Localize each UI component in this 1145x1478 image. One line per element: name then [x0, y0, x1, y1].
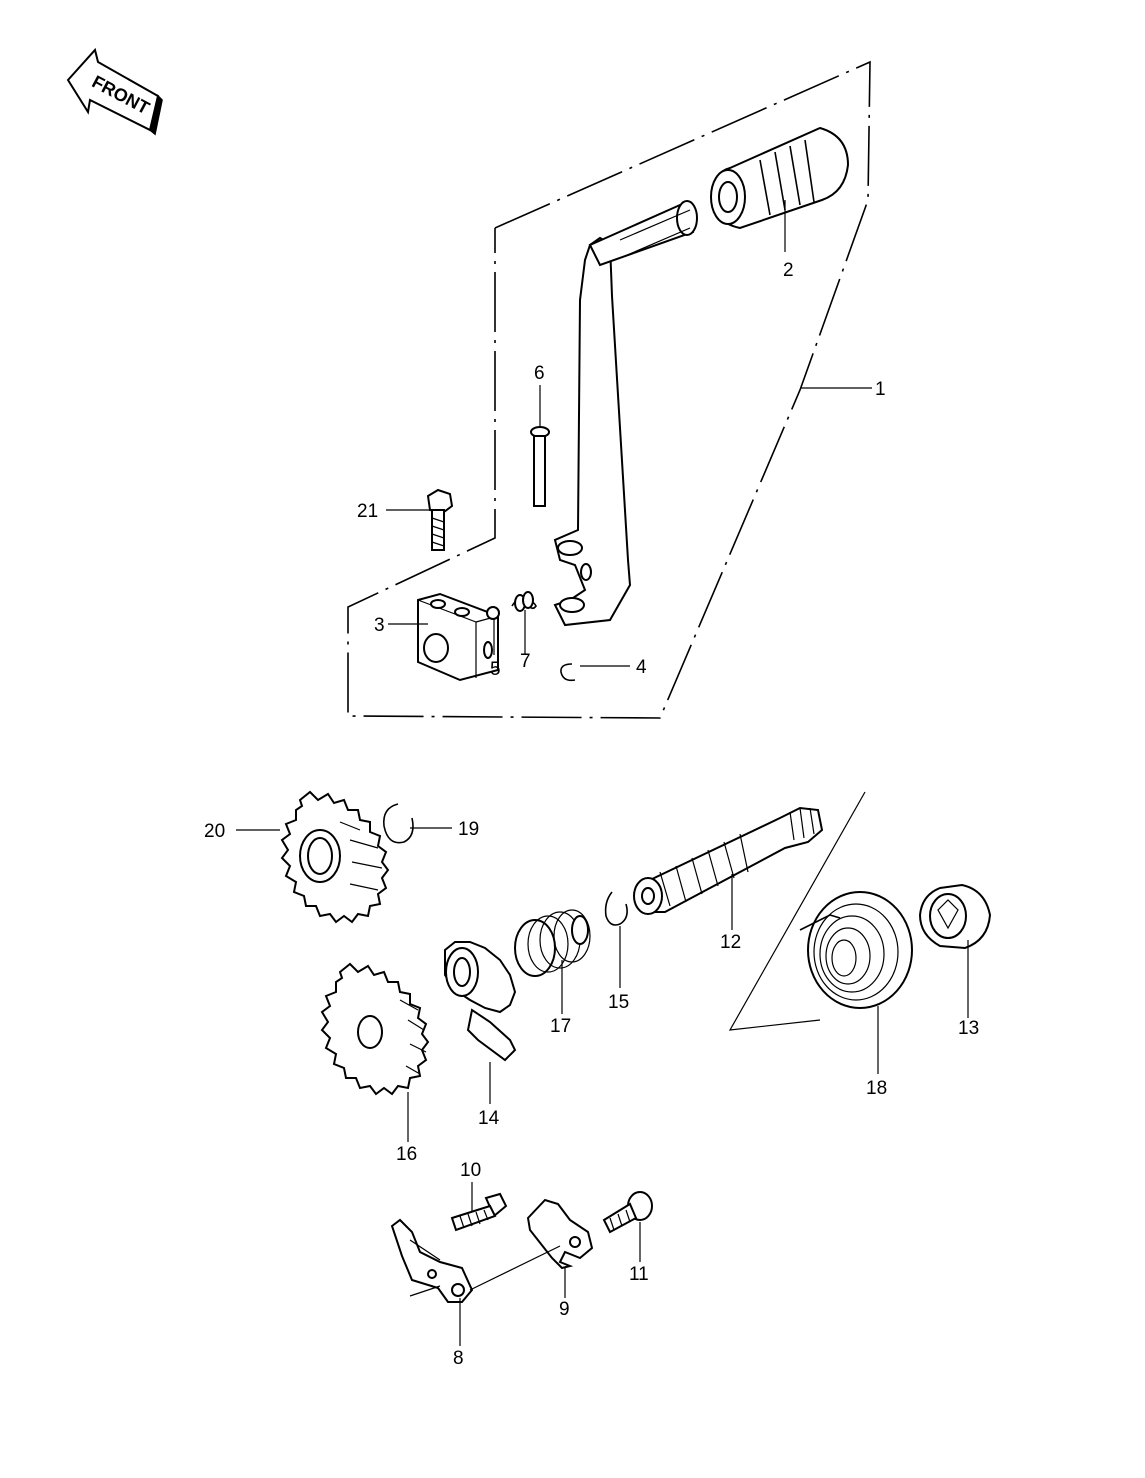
- callout-21: 21: [357, 501, 378, 522]
- pivot-pin: [530, 426, 550, 507]
- detent-spring: [511, 591, 537, 612]
- callout-19: 19: [458, 819, 479, 840]
- shaft-circlip: [604, 891, 628, 926]
- kick-return-spring: [799, 891, 913, 1009]
- assembly-outline: [347, 60, 871, 719]
- callout-1: 1: [875, 379, 886, 400]
- callout-14: 14: [478, 1108, 500, 1129]
- callout-17: 17: [550, 1016, 571, 1037]
- callout-4: 4: [636, 657, 647, 678]
- callout-3: 3: [374, 615, 385, 636]
- callout-2: 2: [783, 260, 794, 281]
- callout-15: 15: [608, 992, 629, 1013]
- pedal-boss-clamp: [417, 592, 499, 682]
- callout-5: 5: [490, 659, 501, 680]
- callout-12: 12: [720, 932, 741, 953]
- kick-pedal-arm: [553, 200, 698, 627]
- hex-bolt: [602, 1191, 653, 1234]
- callout-7: 7: [520, 651, 531, 672]
- retaining-circlip: [560, 663, 576, 682]
- flange-bolt: [426, 488, 454, 551]
- ratchet-guide: [390, 1218, 474, 1303]
- spring-guide-collar: [918, 883, 992, 950]
- callout-11: 11: [629, 1264, 649, 1285]
- countersunk-screw: [450, 1192, 508, 1232]
- idler-gear-upper: [280, 790, 390, 924]
- ratchet-gear: [444, 941, 517, 1062]
- kick-shaft: [633, 791, 866, 1031]
- pedal-rubber-grip: [710, 126, 850, 230]
- guide-plate: [409, 1198, 594, 1297]
- callout-10: 10: [460, 1160, 481, 1181]
- idler-gear-lower: [320, 962, 430, 1096]
- callout-13: 13: [958, 1018, 979, 1039]
- leader-lines: [236, 200, 969, 1346]
- callout-16: 16: [396, 1144, 417, 1165]
- front-arrow-badge: FRONT: [66, 47, 163, 136]
- callout-8: 8: [453, 1348, 464, 1369]
- callout-20: 20: [204, 821, 225, 842]
- ratchet-spring: [514, 909, 591, 977]
- callout-9: 9: [559, 1299, 570, 1320]
- detent-ball: [486, 606, 500, 620]
- gear-circlip: [382, 803, 414, 844]
- callout-labels: 1 2 3 4 5 6 7 8 9 10 11 12 13 14 15 16 1…: [204, 260, 979, 1369]
- callout-18: 18: [866, 1078, 887, 1099]
- callout-6: 6: [534, 363, 545, 384]
